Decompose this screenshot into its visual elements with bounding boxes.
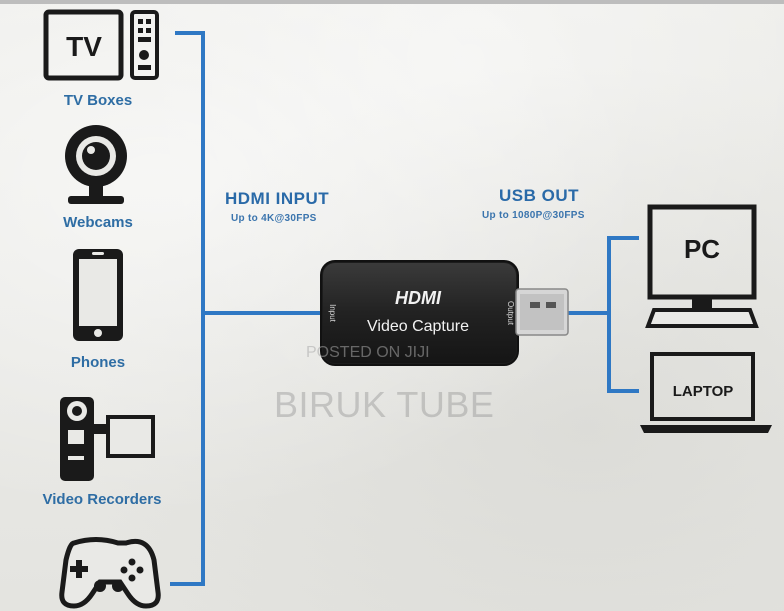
laptop-icon: LAPTOP	[640, 352, 772, 433]
usb-out-title: USB OUT	[499, 186, 579, 205]
hdmi-input-title: HDMI INPUT	[225, 189, 330, 208]
dongle-brand: HDMI	[395, 288, 442, 308]
dongle-name: Video Capture	[367, 318, 469, 335]
laptop-screen-text: LAPTOP	[673, 383, 734, 400]
video-recorder-icon	[60, 397, 155, 481]
video-recorders-label: Video Recorders	[42, 491, 162, 508]
capture-dongle: HDMI Video Capture Input Output	[320, 260, 569, 366]
channel-watermark: BIRUK TUBE	[274, 384, 495, 425]
dongle-output-port-label: Output	[506, 301, 515, 326]
tv-screen-text: TV	[66, 31, 102, 62]
gamepad-icon	[59, 537, 161, 609]
tv-icon: TV	[43, 9, 159, 81]
top-border	[0, 0, 784, 4]
output-bus-line	[607, 236, 639, 393]
webcams-label: Webcams	[63, 214, 133, 231]
phones-label: Phones	[70, 354, 126, 371]
input-bus-line	[170, 31, 205, 586]
dongle-input-port-label: Input	[328, 304, 337, 323]
phone-icon	[73, 249, 123, 341]
usb-out-subtitle: Up to 1080P@30FPS	[482, 210, 585, 221]
connector-lines	[170, 31, 639, 586]
webcam-icon	[65, 125, 127, 204]
pc-icon: PC	[645, 204, 759, 328]
posted-watermark: POSTED ON JIJI	[306, 344, 430, 361]
pc-screen-text: PC	[684, 234, 720, 264]
hdmi-input-subtitle: Up to 4K@30FPS	[231, 213, 317, 224]
tv-boxes-label: TV Boxes	[63, 92, 133, 109]
